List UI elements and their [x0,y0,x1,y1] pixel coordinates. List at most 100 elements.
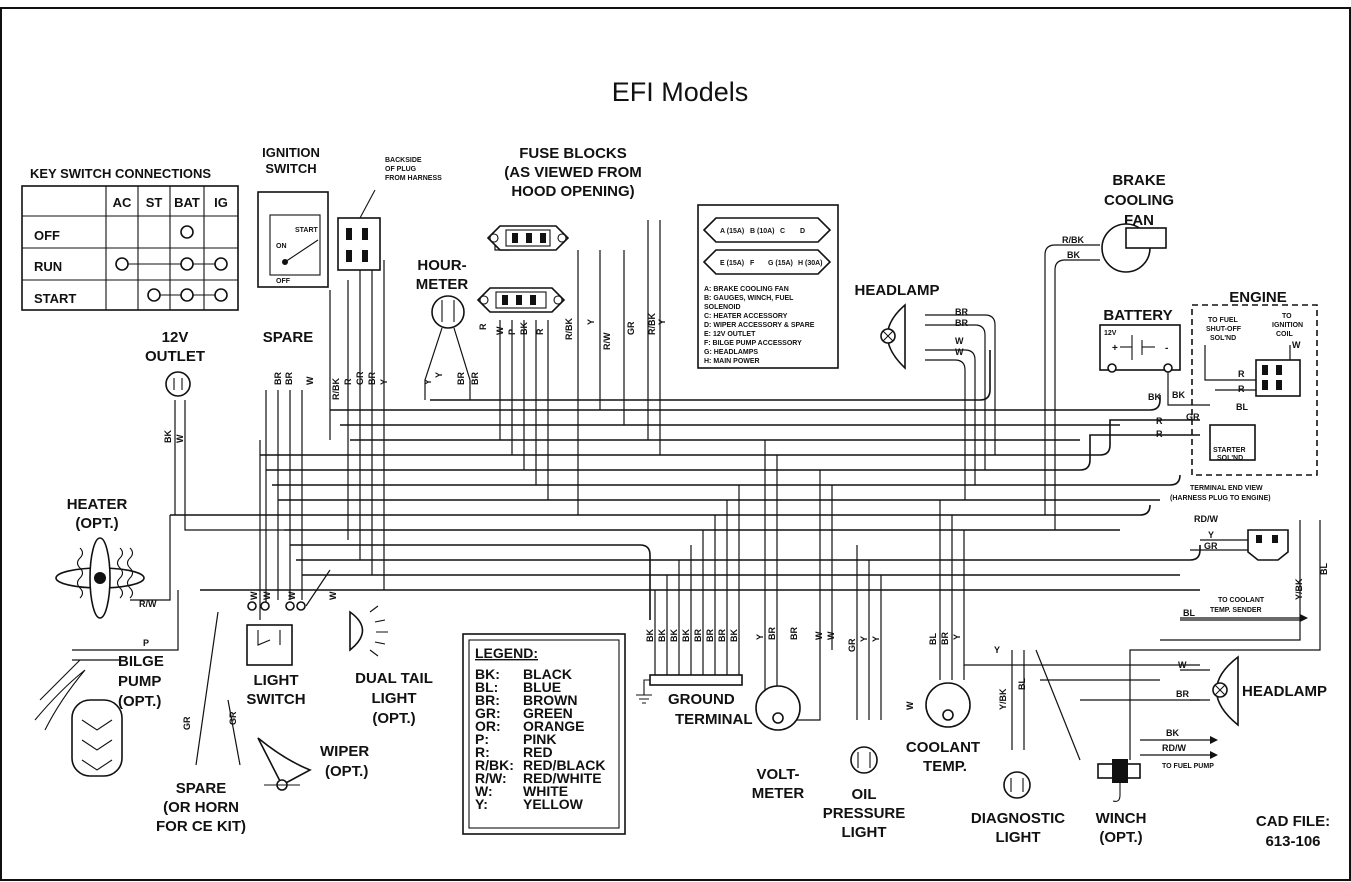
legend-color: ORANGE [523,718,584,734]
diagram-frame [0,7,1351,881]
wire-code: BL [1236,402,1248,412]
fuse-key-6: E: 12V OUTLET [704,331,756,338]
ignition-title-2: SWITCH [265,161,316,176]
legend-color: PINK [523,731,556,747]
wire-code: GR [228,711,238,725]
wire-code: R/BK [647,313,657,335]
battery: BATTERY 12V + - [1099,307,1210,406]
wire-code: BR [705,629,715,642]
fuse-key-4: C: HEATER ACCESSORY [704,313,788,320]
wire-code-labels: BR BR W R/BK R GR BR Y R W P BK R R/BK Y… [139,235,1329,753]
legend-code: P: [475,731,489,747]
engine-title: ENGINE [1229,289,1287,306]
wire-code: P [143,638,149,648]
hour-meter: HOUR- METER [416,257,471,400]
wire-code: BL [1183,608,1195,618]
fuse-title-3: HOOD OPENING) [511,183,634,200]
hour-meter-2: METER [416,276,469,293]
wire-code: BK [1172,390,1185,400]
wire-code: GR [1186,412,1200,422]
legend-title: LEGEND: [475,645,538,661]
voltmeter-1: VOLT- [756,766,799,783]
winch-1: WINCH [1096,810,1147,827]
fuse-key-2: B: GAUGES, WINCH, FUEL [704,295,794,302]
wiper-1: WIPER [320,743,369,760]
wire-code: Y [1208,530,1214,540]
wire-code: W [905,701,915,710]
wire-code: RD/W [1162,743,1186,753]
fuse-blocks: FUSE BLOCKS (AS VIEWED FROM HOOD OPENING… [476,145,642,313]
wire-code: R [343,378,353,385]
row-start: START [34,291,76,306]
brake-fan-1: BRAKE [1112,172,1165,189]
wire-code: Y [755,634,765,640]
wire-code: BR [955,318,968,328]
wire-code: W [262,591,272,600]
wire-code: W [1178,660,1187,670]
ground-1: GROUND [668,691,735,708]
fuel-sol-2: SHUT-OFF [1206,326,1242,333]
wire-code: R [1156,416,1163,426]
voltmeter: VOLT- METER [752,685,805,802]
plug-note-2: OF PLUG [385,166,417,173]
fuse-d: D [800,228,805,235]
legend-color: YELLOW [523,796,584,812]
cad-file: CAD FILE: 613-106 [1256,813,1330,850]
coolant-sender-2: TEMP. SENDER [1210,607,1262,614]
heater-2: (OPT.) [75,515,118,532]
legend-code: R/BK: [475,757,514,773]
ign-on-label: ON [276,243,287,250]
voltmeter-2: METER [752,785,805,802]
bilge-1: BILGE [118,653,164,670]
wire-code: BR [367,372,377,385]
fuse-key-1: A: BRAKE COOLING FAN [704,286,789,293]
wire-code: R/W [139,599,157,609]
oil-2: PRESSURE [823,805,906,822]
legend-code: Y: [475,796,488,812]
wire-code: BL [1017,678,1027,690]
winch: WINCH (OPT.) [1096,759,1147,846]
spare-horn-2: (OR HORN [163,799,239,816]
tail-light-3: (OPT.) [372,710,415,727]
diagnostic-1: DIAGNOSTIC [971,810,1065,827]
legend-color: WHITE [523,783,568,799]
battery-volt: 12V [1104,330,1117,337]
coolant-2: TEMP. [923,758,967,775]
wire-code: W [1292,340,1301,350]
wire-code: Y [434,372,444,378]
coolant-1: COOLANT [906,739,980,756]
cad-1: CAD FILE: [1256,813,1330,830]
cad-2: 613-106 [1265,833,1320,850]
legend-code: R/W: [475,770,507,786]
harness-plug [337,217,381,271]
starter-2: SOL'ND [1217,455,1243,462]
wire-code: R [1156,429,1163,439]
wire-code: R/BK [564,318,574,340]
headlamp-right: HEADLAMP [1180,655,1327,727]
legend: LEGEND: BK: BLACK BL: BLUE BR: BROWN GR:… [462,633,626,835]
wire-code: W [814,631,824,640]
winch-2: (OPT.) [1099,829,1142,846]
oil-1: OIL [852,786,877,803]
wire-code: W [305,376,315,385]
bilge-pump: BILGE PUMP (OPT.) [34,590,179,777]
harness-wires [170,220,1321,761]
wire-code: BK [669,629,679,642]
wire-code: BK [163,430,173,443]
wire-code: BR [789,627,799,640]
wire-code: BL [1319,563,1329,575]
starter-1: STARTER [1213,447,1246,454]
wire-code: BR [470,372,480,385]
wire-code: W [249,591,259,600]
wire-code: BK [519,322,529,335]
light-switch-1: LIGHT [254,672,299,689]
wire-code: GR [626,321,636,335]
plug-note-1: BACKSIDE [385,157,422,164]
wire-code: R/BK [331,378,341,400]
heater-1: HEATER [67,496,128,513]
fuse-key-3: SOLENOID [704,304,741,311]
wire-code: Y [994,645,1000,655]
brake-fan-2: COOLING [1104,192,1174,209]
wire-code: Y/BK [1294,578,1304,600]
